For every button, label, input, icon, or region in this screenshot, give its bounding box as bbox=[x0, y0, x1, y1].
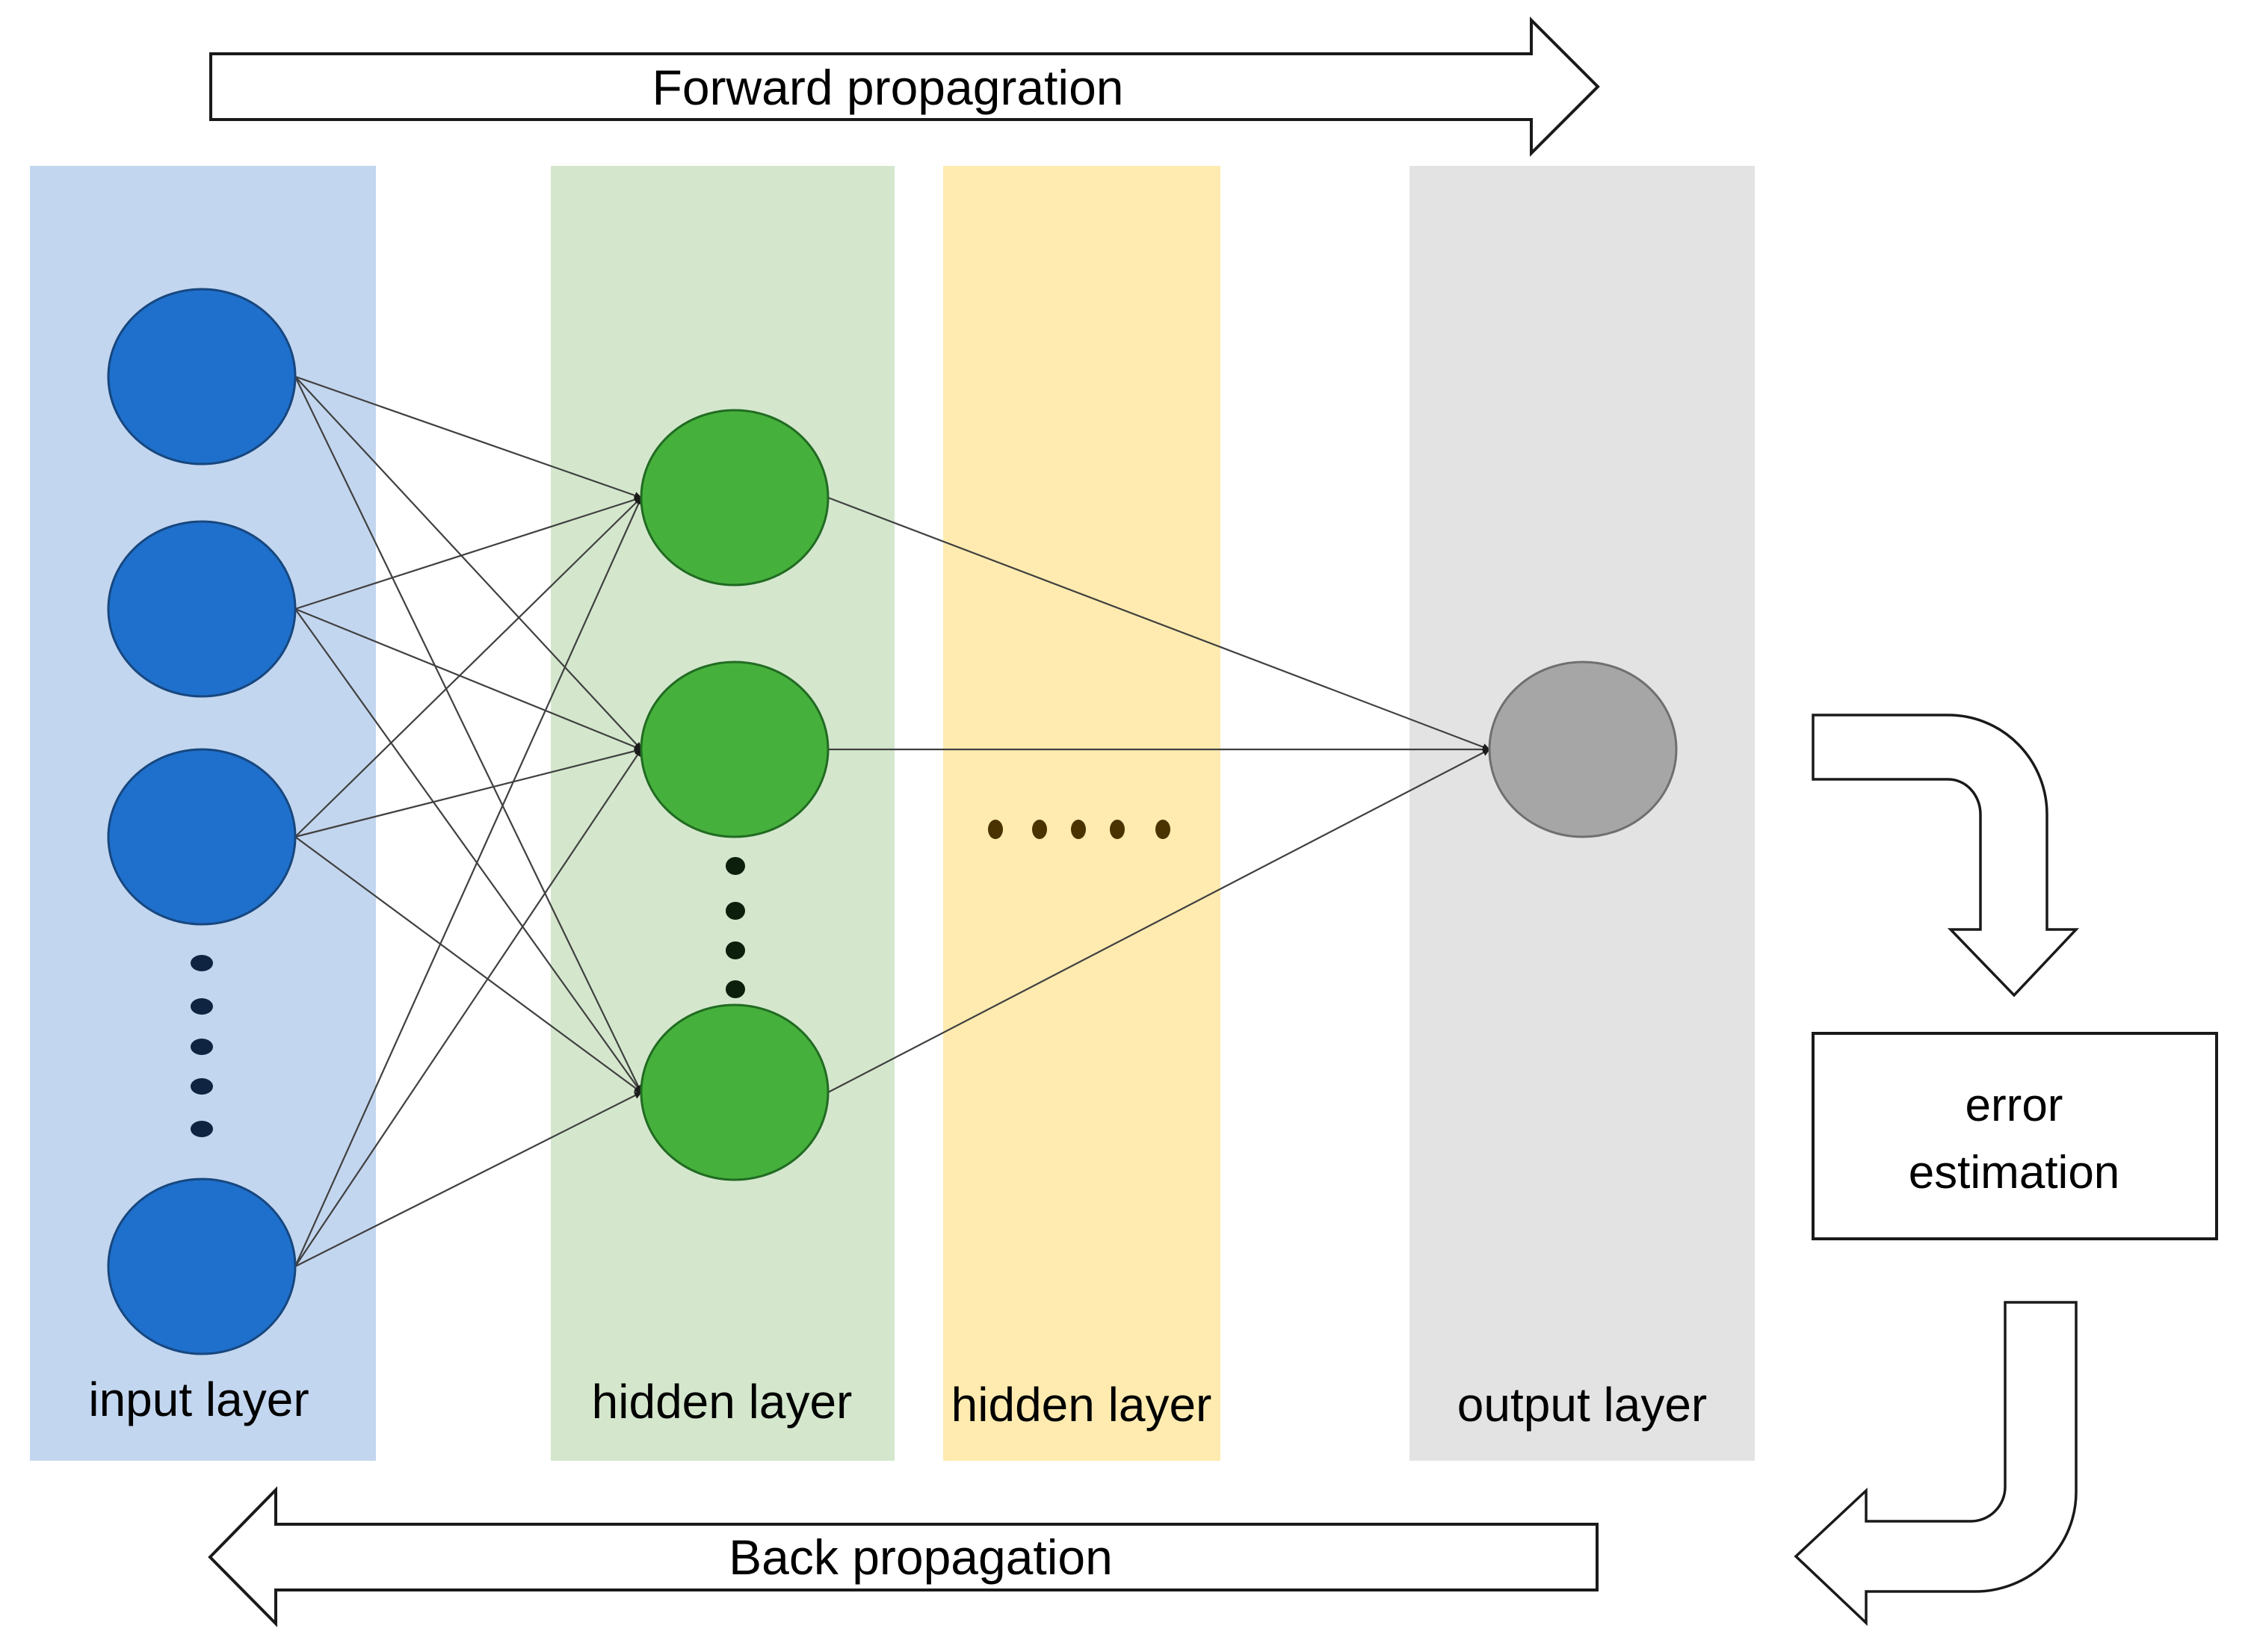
ellipsis-dot-hidden-n-3 bbox=[1071, 820, 1086, 839]
back-propagation-arrow: Back propagation bbox=[208, 1486, 1599, 1627]
nodes bbox=[107, 288, 1678, 1355]
edge-hidden-1-3-to-output-1 bbox=[827, 749, 1490, 1093]
layer-label-hidden-n: hidden layer bbox=[951, 1378, 1212, 1432]
error-box-line1: error bbox=[1966, 1080, 2063, 1131]
edge-input-3-to-hidden-1-2 bbox=[294, 747, 642, 838]
node-hidden-1-2 bbox=[640, 661, 830, 838]
edge-input-1-to-hidden-1-3 bbox=[294, 376, 642, 1093]
back-propagation-label: Back propagation bbox=[729, 1529, 1113, 1585]
node-input-2 bbox=[107, 520, 297, 698]
node-input-3 bbox=[107, 748, 297, 926]
node-input-4 bbox=[107, 1178, 297, 1355]
edge-input-2-to-hidden-1-2 bbox=[294, 607, 642, 751]
edge-input-3-to-hidden-1-1 bbox=[294, 497, 642, 838]
bent-arrow-left-icon bbox=[1794, 1301, 2078, 1627]
edge-input-2-to-hidden-1-3 bbox=[294, 608, 642, 1093]
ellipsis-dot-input-3 bbox=[191, 1039, 213, 1055]
bent-arrow-down-icon bbox=[1812, 714, 2080, 997]
ellipsis-dot-hidden-1-4 bbox=[726, 980, 745, 998]
edge-input-3-to-hidden-1-3 bbox=[294, 836, 642, 1093]
layer-label-output: output layer bbox=[1457, 1378, 1707, 1432]
edge-input-4-to-hidden-1-2 bbox=[294, 749, 642, 1267]
node-input-1 bbox=[107, 288, 297, 465]
node-hidden-1-1 bbox=[640, 409, 830, 587]
connections bbox=[294, 375, 1490, 1267]
edge-input-1-to-hidden-1-2 bbox=[294, 376, 642, 750]
ellipsis-dot-input-4 bbox=[191, 1078, 213, 1095]
node-output-1 bbox=[1488, 661, 1678, 838]
ellipsis-dot-hidden-n-4 bbox=[1110, 820, 1125, 839]
ellipsis-dot-input-5 bbox=[191, 1121, 213, 1137]
forward-propagation-arrow: Forward propagration bbox=[209, 16, 1600, 157]
back-arrow-shape bbox=[208, 1486, 1599, 1627]
ellipsis-dot-input-2 bbox=[191, 998, 213, 1015]
ellipsis-dot-hidden-1-3 bbox=[726, 941, 745, 959]
layer-labels: input layer hidden layer hidden layer outpu… bbox=[88, 1373, 1707, 1432]
ellipsis-dot-hidden-1-1 bbox=[726, 857, 745, 875]
edge-hidden-1-1-to-output-1 bbox=[827, 496, 1490, 751]
forward-arrow-shape bbox=[209, 16, 1600, 157]
ellipsis-dot-hidden-1-2 bbox=[726, 902, 745, 920]
forward-propagation-label: Forward propagration bbox=[652, 60, 1124, 115]
edge-input-4-to-hidden-1-3 bbox=[294, 1092, 642, 1267]
error-box-line2: estimation bbox=[1909, 1147, 2120, 1198]
error-estimation-box: error estimation bbox=[1812, 1032, 2218, 1240]
edge-input-4-to-hidden-1-1 bbox=[294, 497, 643, 1267]
node-hidden-1-3 bbox=[640, 1003, 830, 1181]
ellipsis-dot-hidden-n-2 bbox=[1032, 820, 1047, 839]
ellipsis-dots bbox=[191, 820, 1170, 1137]
ellipsis-dot-hidden-n-1 bbox=[988, 820, 1003, 839]
error-box-frame bbox=[1812, 1032, 2218, 1240]
edge-input-2-to-hidden-1-1 bbox=[294, 495, 642, 610]
ellipsis-dot-hidden-n-5 bbox=[1155, 820, 1170, 839]
layer-panel-hidden-n bbox=[943, 166, 1220, 1461]
layer-label-input: input layer bbox=[88, 1373, 309, 1426]
edge-input-1-to-hidden-1-1 bbox=[294, 375, 642, 499]
ellipsis-dot-input-1 bbox=[191, 955, 213, 971]
layer-label-hidden-1: hidden layer bbox=[592, 1375, 853, 1429]
